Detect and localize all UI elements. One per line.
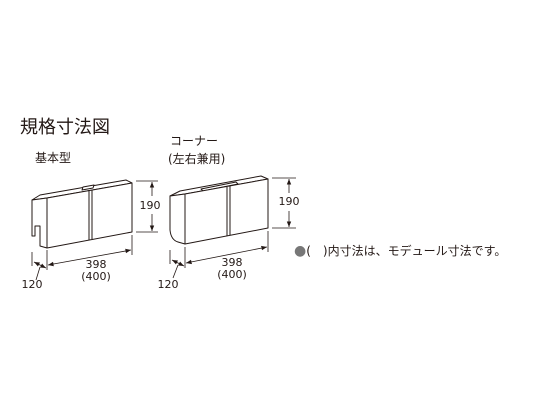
basic-block-top-groove [81,184,95,191]
corner-block-drawing [169,175,269,245]
corner-width-dimension: 120 [158,250,185,291]
corner-length-dimension: 398 (400) [184,231,269,281]
basic-type-label: 基本型 [35,151,72,165]
corner-block-left-end [169,193,186,245]
corner-height-dimension: 190 [272,177,300,229]
basic-block-joint [88,190,93,240]
basic-height-dimension: 190 [136,180,161,233]
corner-length-module-value: (400) [217,268,247,281]
basic-width-value: 120 [22,278,43,291]
corner-width-value: 120 [158,278,179,291]
basic-block-left-end [31,197,48,249]
corner-type-label: コーナー [170,134,219,148]
basic-block-drawing [31,179,133,249]
module-dimension-note: ●( )内寸法は、モデュール寸法です。 [294,242,506,259]
note-text: ( )内寸法は、モデュール寸法です。 [306,244,507,258]
basic-height-value: 190 [140,199,161,212]
basic-width-dimension: 120 [22,252,47,291]
basic-length-dimension: 398 (400) [46,235,133,283]
corner-block-joint [226,186,231,236]
corner-length-value: 398 [222,256,243,269]
page-title: 規格寸法図 [20,117,110,138]
bullet-icon: ● [294,243,307,259]
corner-height-value: 190 [279,195,300,208]
basic-length-value: 398 [86,258,107,271]
corner-type-sublabel: (左右兼用) [168,152,226,166]
basic-length-module-value: (400) [81,270,111,283]
